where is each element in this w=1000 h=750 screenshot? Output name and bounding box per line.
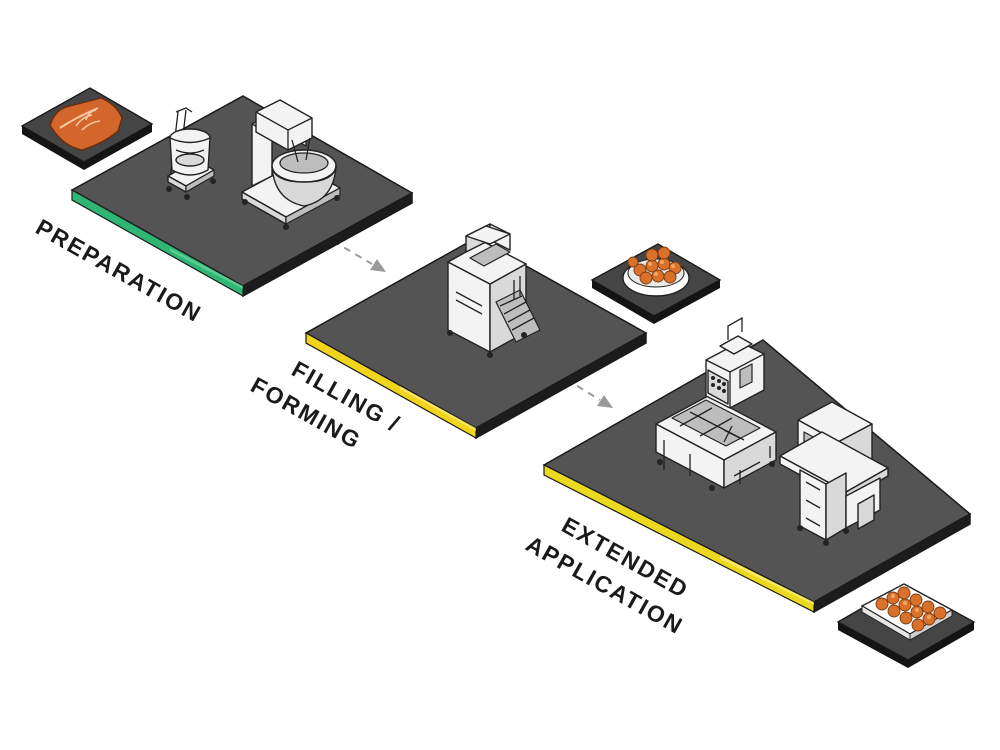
bowl-tile <box>590 243 722 324</box>
proofer-steamer-cabinet <box>779 401 889 546</box>
tray-tile <box>836 583 976 668</box>
flour-bag-tile <box>20 87 154 170</box>
flow-arrow-prep-to-filling <box>332 240 386 272</box>
dough-feeder-cart <box>166 107 216 200</box>
spiral-mixer <box>241 99 341 230</box>
preparation-platform <box>70 95 414 298</box>
flour-bag-icon <box>49 97 123 151</box>
preparation-stripe <box>71 188 244 298</box>
filling-forming-stripe <box>305 331 477 440</box>
bowl-of-buns-icon <box>622 246 690 297</box>
extended-application-stripe <box>543 464 815 613</box>
tray-arranging-machine <box>655 316 777 491</box>
filling-forming-machine <box>447 223 541 358</box>
tray-of-buns-icon <box>860 583 954 641</box>
